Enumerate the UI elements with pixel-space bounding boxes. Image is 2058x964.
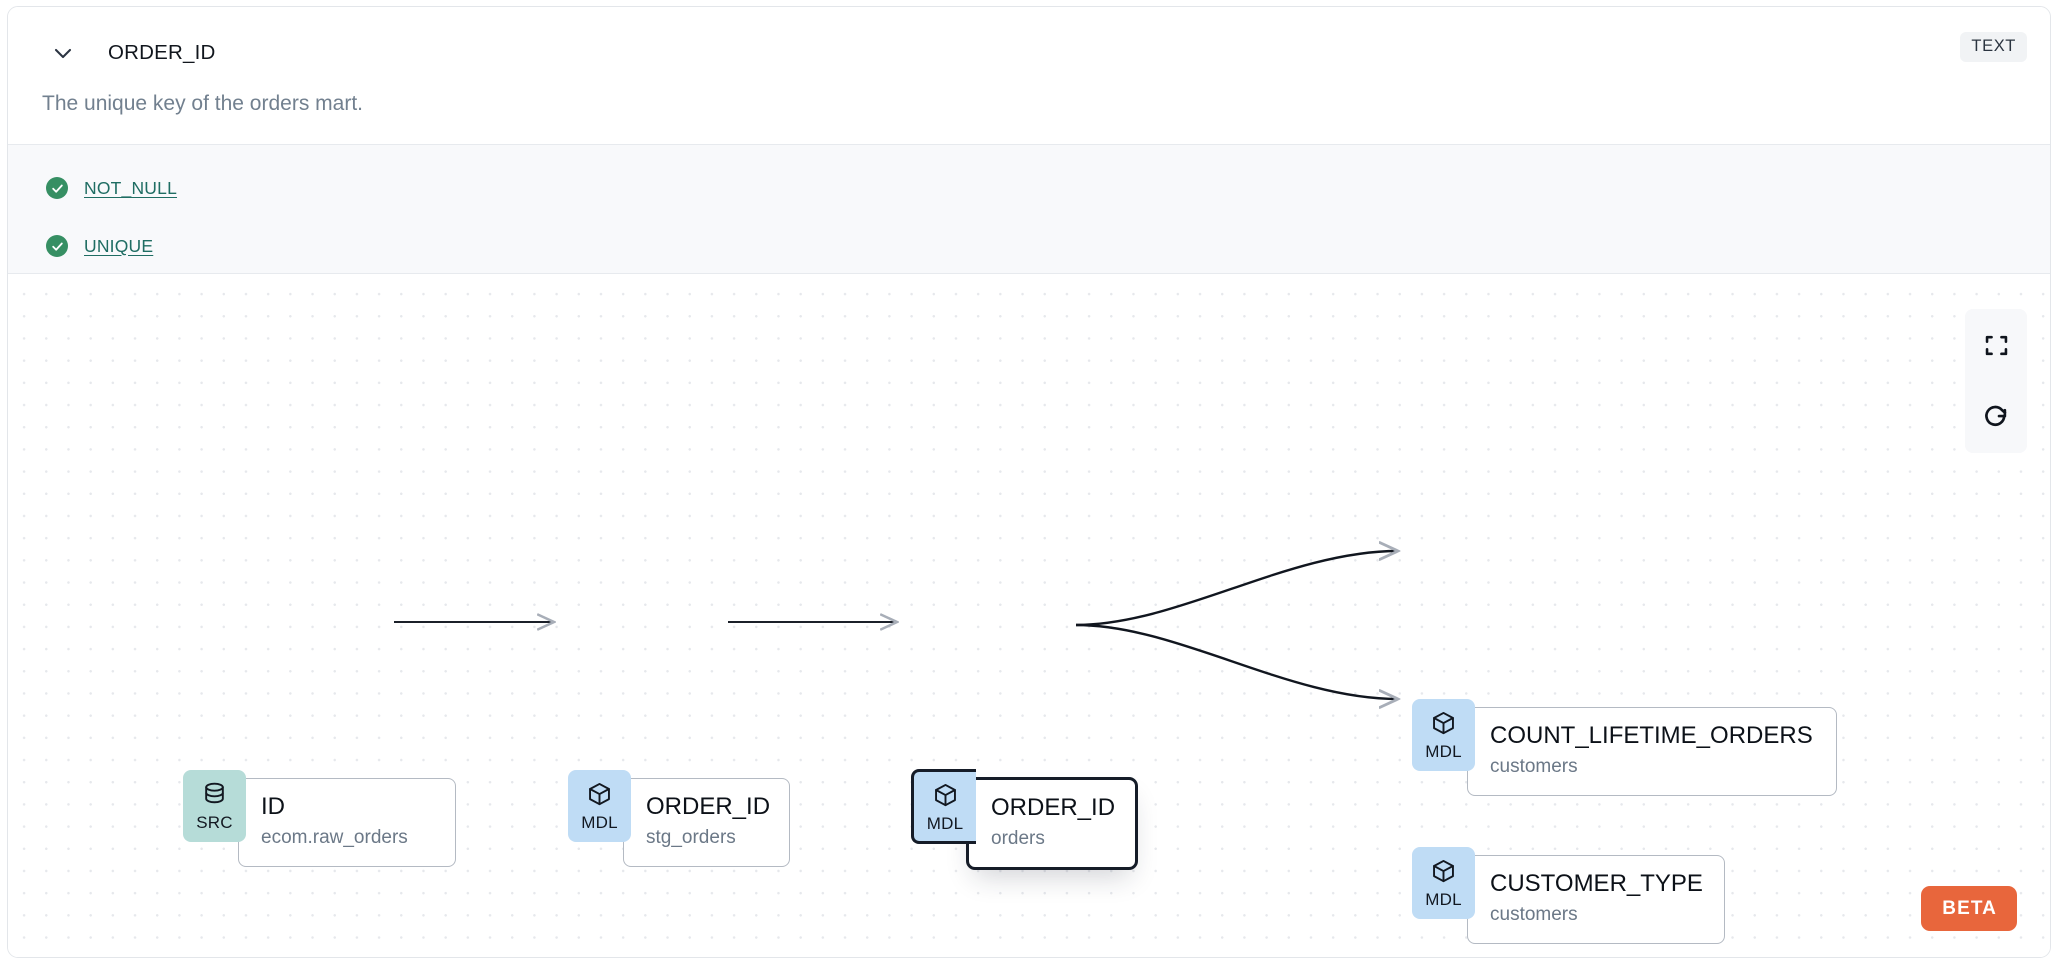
lineage-node-customer-type[interactable]: MDL CUSTOMER_TYPE customers: [1412, 847, 1725, 944]
check-circle-icon: [46, 177, 68, 199]
node-badge-mdl: MDL: [1412, 699, 1475, 771]
database-icon: [201, 781, 228, 813]
chevron-down-icon[interactable]: [46, 36, 80, 70]
node-column-name: CUSTOMER_TYPE: [1490, 870, 1703, 897]
page-title: ORDER_ID: [108, 41, 216, 64]
lineage-node-src[interactable]: SRC ID ecom.raw_orders: [183, 770, 456, 867]
node-parent-name: ecom.raw_orders: [261, 826, 408, 848]
node-badge-label: SRC: [196, 813, 233, 832]
node-column-name: ID: [261, 793, 285, 820]
test-link-not-null[interactable]: NOT_NULL: [84, 177, 178, 198]
node-parent-name: orders: [991, 827, 1045, 849]
card-header: ORDER_ID TEXT The unique key of the orde…: [8, 7, 2050, 144]
lineage-node-count-lifetime-orders[interactable]: MDL COUNT_LIFETIME_ORDERS customers: [1412, 699, 1837, 796]
test-row[interactable]: NOT_NULL: [8, 167, 2050, 209]
beta-badge[interactable]: BETA: [1921, 886, 2017, 931]
graph-controls: [1965, 309, 2027, 453]
cube-icon: [932, 782, 959, 814]
node-badge-mdl: MDL: [1412, 847, 1475, 919]
node-badge-label: MDL: [581, 813, 618, 832]
node-parent-name: stg_orders: [646, 826, 736, 848]
cube-icon: [586, 781, 613, 813]
node-parent-name: customers: [1490, 903, 1578, 925]
header-title-row: ORDER_ID: [46, 36, 216, 70]
node-parent-name: customers: [1490, 755, 1578, 777]
test-row[interactable]: UNIQUE: [8, 225, 2050, 267]
cube-icon: [1430, 710, 1457, 742]
node-badge-label: MDL: [1425, 742, 1462, 761]
column-description: The unique key of the orders mart.: [42, 92, 363, 115]
tests-section: NOT_NULL UNIQUE: [8, 144, 2050, 274]
check-circle-icon: [46, 235, 68, 257]
edge-orders-to-count: [1075, 551, 1398, 627]
column-detail-card: ORDER_ID TEXT The unique key of the orde…: [7, 6, 2051, 958]
test-link-unique[interactable]: UNIQUE: [84, 235, 154, 256]
node-body: COUNT_LIFETIME_ORDERS customers: [1467, 707, 1837, 796]
node-column-name: ORDER_ID: [646, 793, 771, 820]
node-badge-mdl: MDL: [911, 769, 976, 844]
node-column-name: ORDER_ID: [991, 794, 1116, 821]
node-badge-label: MDL: [1425, 890, 1462, 909]
lineage-node-stg[interactable]: MDL ORDER_ID stg_orders: [568, 770, 790, 867]
lineage-node-orders-selected[interactable]: MDL ORDER_ID orders: [911, 769, 1138, 870]
node-body: ORDER_ID orders: [966, 777, 1138, 870]
edge-orders-to-ctype: [1075, 623, 1398, 699]
fit-view-icon[interactable]: [1965, 309, 2027, 381]
node-body: CUSTOMER_TYPE customers: [1467, 855, 1725, 944]
node-badge-label: MDL: [926, 813, 964, 833]
node-badge-src: SRC: [183, 770, 246, 842]
cube-icon: [1430, 858, 1457, 890]
node-body: ORDER_ID stg_orders: [623, 778, 790, 867]
lineage-graph-canvas[interactable]: SRC ID ecom.raw_orders: [8, 274, 2050, 957]
column-type-badge: TEXT: [1960, 32, 2027, 62]
refresh-icon[interactable]: [1965, 381, 2027, 453]
node-body: ID ecom.raw_orders: [238, 778, 456, 867]
node-column-name: COUNT_LIFETIME_ORDERS: [1490, 722, 1813, 749]
node-badge-mdl: MDL: [568, 770, 631, 842]
